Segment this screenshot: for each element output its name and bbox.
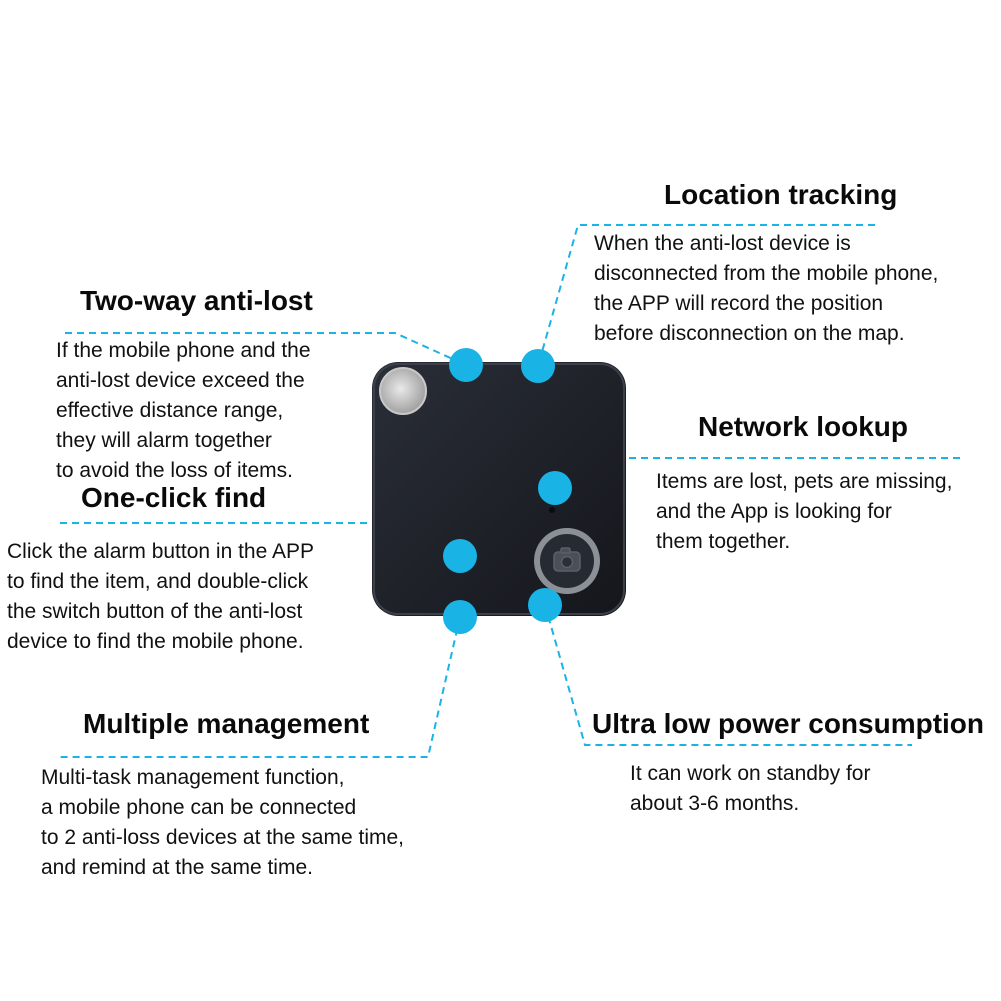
desc-line: the APP will record the position	[594, 292, 884, 315]
leader-multiple-management	[60, 616, 461, 758]
desc-line: device to find the mobile phone.	[7, 630, 304, 653]
heading-location-tracking: Location tracking	[664, 179, 898, 210]
desc-line: anti-lost device exceed the	[56, 369, 305, 392]
desc-line: they will alarm together	[56, 429, 272, 452]
heading-multiple-management: Multiple management	[83, 708, 370, 739]
leader-ultra-low-power	[544, 604, 912, 746]
heading-network-lookup: Network lookup	[698, 411, 909, 442]
indicator-light	[549, 507, 555, 513]
leader-two-way-anti-lost	[65, 332, 467, 366]
desc-line: and remind at the same time.	[41, 856, 313, 879]
desc-line: Click the alarm button in the APP	[7, 540, 314, 563]
desc-ultra-low-power: It can work on standby for about 3-6 mon…	[630, 759, 870, 819]
desc-line: It can work on standby for	[630, 762, 871, 785]
callout-dot-network-lookup	[538, 471, 572, 505]
callout-dot-one-click-find	[443, 539, 477, 573]
desc-line: disconnected from the mobile phone,	[594, 262, 939, 285]
desc-line: If the mobile phone and the	[56, 339, 311, 362]
desc-multiple-management: Multi-task management function, a mobile…	[41, 763, 404, 883]
desc-location-tracking: When the anti-lost device is disconnecte…	[594, 229, 938, 349]
desc-line: a mobile phone can be connected	[41, 796, 357, 819]
callout-dot-two-way-anti-lost	[449, 348, 483, 382]
heading-one-click-find: One-click find	[81, 482, 267, 513]
desc-line: to 2 anti-loss devices at the same time,	[41, 826, 404, 849]
desc-line: When the anti-lost device is	[594, 232, 851, 255]
desc-line: Multi-task management function,	[41, 766, 345, 789]
anti-lost-tracker-device	[372, 362, 626, 616]
desc-line: before disconnection on the map.	[594, 322, 905, 345]
desc-line: to avoid the loss of items.	[56, 459, 293, 482]
heading-ultra-low-power: Ultra low power consumption	[592, 708, 985, 739]
heading-two-way-anti-lost: Two-way anti-lost	[80, 285, 313, 316]
desc-line: them together.	[656, 530, 791, 553]
desc-line: the switch button of the anti-lost	[7, 600, 303, 623]
keyring-hole	[380, 368, 426, 414]
desc-line: and the App is looking for	[656, 500, 892, 523]
desc-line: to find the item, and double-click	[7, 570, 309, 593]
leader-location-tracking	[537, 224, 875, 367]
camera-shutter-icon	[553, 547, 581, 572]
callout-dot-ultra-low-power	[528, 588, 562, 622]
desc-line: about 3-6 months.	[630, 792, 800, 815]
desc-one-click-find: Click the alarm button in the APP to fin…	[7, 537, 314, 657]
desc-two-way-anti-lost: If the mobile phone and the anti-lost de…	[56, 336, 311, 486]
desc-line: effective distance range,	[56, 399, 284, 422]
callout-dot-multiple-management	[443, 600, 477, 634]
desc-line: Items are lost, pets are missing,	[656, 470, 953, 493]
desc-network-lookup: Items are lost, pets are missing, and th…	[656, 467, 952, 557]
callout-dot-location-tracking	[521, 349, 555, 383]
